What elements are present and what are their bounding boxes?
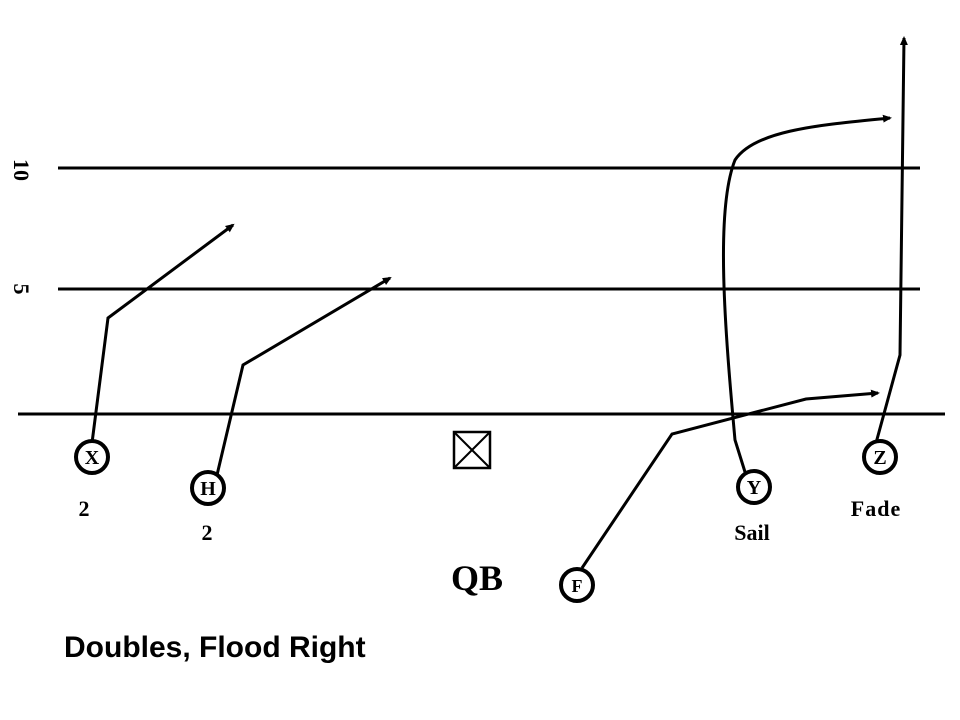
player-x-letter: X <box>85 447 100 469</box>
center-marker <box>452 430 492 470</box>
player-x[interactable]: X <box>74 439 110 475</box>
player-h[interactable]: H <box>190 470 226 506</box>
player-y-letter: Y <box>747 477 762 499</box>
play-title: Doubles, Flood Right <box>64 631 366 664</box>
route-label-x: 2 <box>79 496 90 521</box>
route-label-y: Sail <box>734 520 769 545</box>
route-label-z: Fade <box>851 496 901 521</box>
yard-label-10: 10 <box>9 159 34 181</box>
route-h <box>215 276 392 476</box>
route-f <box>580 389 880 569</box>
route-x <box>90 223 235 444</box>
yard-label-5: 5 <box>9 284 34 295</box>
route-z-fade <box>874 36 908 444</box>
player-y[interactable]: Y <box>736 469 772 505</box>
player-z-letter: Z <box>873 447 886 469</box>
qb-label: QB <box>451 558 503 598</box>
player-h-letter: H <box>200 478 216 500</box>
route-label-h: 2 <box>202 520 213 545</box>
player-f[interactable]: F <box>559 567 595 603</box>
player-f-letter: F <box>572 576 583 596</box>
player-z[interactable]: Z <box>862 439 898 475</box>
route-y-sail <box>721 114 892 473</box>
